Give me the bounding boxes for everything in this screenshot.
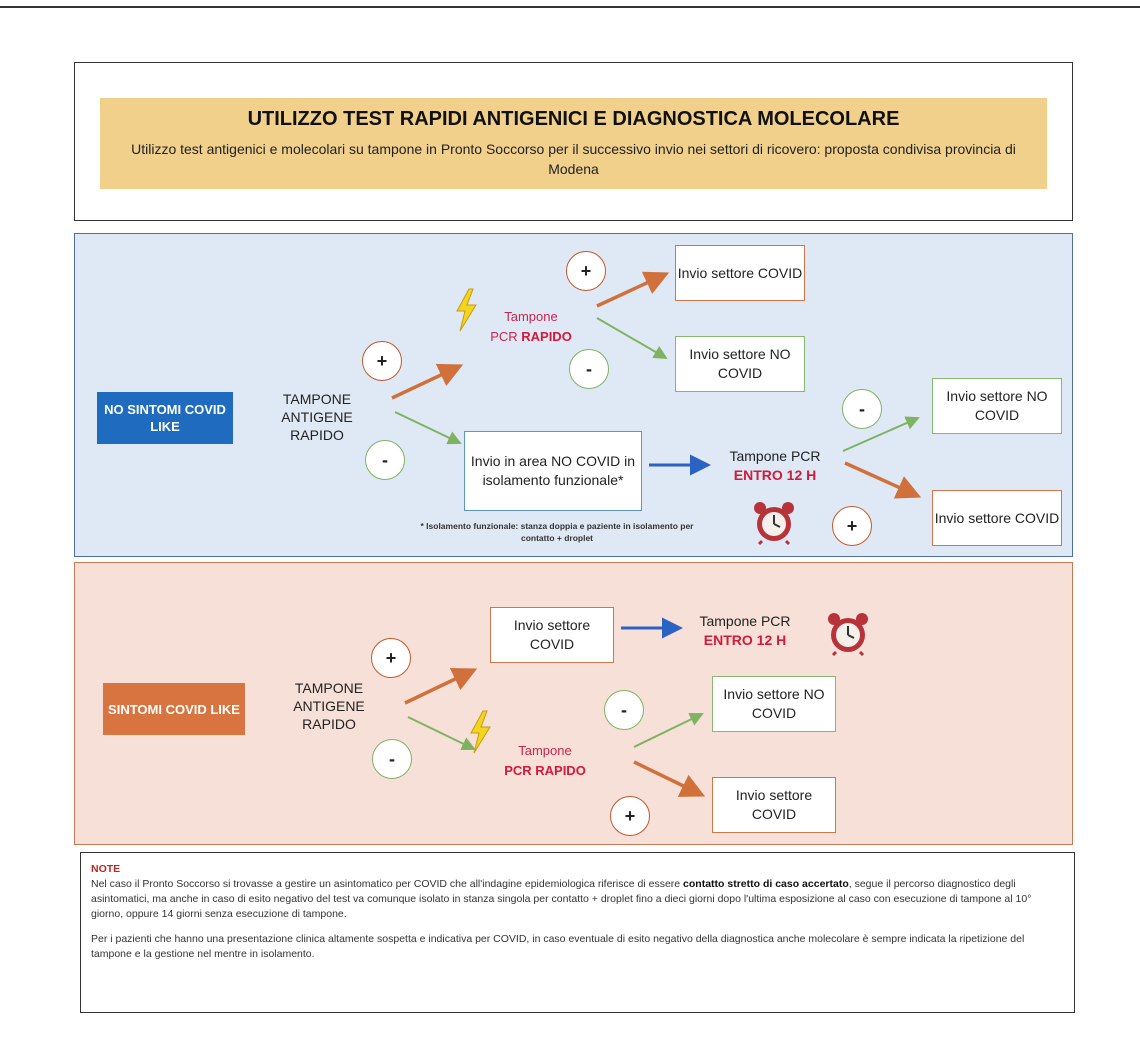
send-no-covid-box-2: Invio settore NO COVID: [932, 378, 1062, 434]
title-band: [100, 98, 1047, 189]
positive-badge: +: [362, 341, 402, 381]
rapid-pcr-emphasis: RAPIDO: [521, 329, 572, 344]
send-covid-box: Invio settore COVID: [675, 245, 805, 301]
notes-paragraph-1: Nel caso il Pronto Soccorso si trovasse …: [91, 877, 1064, 922]
lightning-icon: [470, 710, 491, 754]
sym-rapid-pcr-line2: PCR RAPIDO: [504, 763, 586, 778]
pcr-12h-line1: Tampone PCR: [729, 448, 821, 464]
rapid-negative-badge: -: [569, 349, 609, 389]
rapid-pcr-line2: PCR RAPIDO: [476, 328, 586, 346]
sym-send-covid-box: Invio settore COVID: [490, 607, 614, 663]
sym-rapid-negative-badge: -: [604, 690, 644, 730]
lightning-icon: [456, 288, 477, 332]
sym-pcr-12h-line1: Tampone PCR: [699, 613, 791, 629]
arrow-antigen-negative: [394, 411, 462, 445]
sym-positive-badge: +: [371, 638, 411, 678]
arrow-sym-antigen-positive: [404, 668, 478, 705]
sym-rapid-pcr-line1: Tampone: [518, 743, 572, 758]
pcr-positive-badge: +: [832, 506, 872, 546]
pcr-12h-line2: ENTRO 12 H: [733, 467, 817, 483]
rapid-pcr-prefix: PCR: [490, 329, 522, 344]
pcr-negative-badge: -: [842, 389, 882, 429]
alarm-clock-icon: [754, 502, 794, 545]
tag-symptoms: SINTOMI COVID LIKE: [103, 683, 245, 735]
notes-p1-bold: contatto stretto di caso accertato: [683, 878, 849, 890]
sym-antigen-test-label: TAMPONE ANTIGENE RAPIDO: [293, 680, 365, 732]
tag-no-symptoms: NO SINTOMI COVID LIKE: [97, 392, 233, 444]
notes-heading: NOTE: [91, 863, 121, 875]
sym-send-no-covid-box: Invio settore NO COVID: [712, 676, 836, 732]
alarm-clock-icon: [828, 613, 868, 656]
arrow-pcr-positive: [844, 461, 922, 499]
sym-send-covid-box-2: Invio settore COVID: [712, 777, 836, 833]
notes-box: NOTE Nel caso il Pronto Soccorso si trov…: [80, 852, 1075, 1013]
arrow-sym-rapid-positive: [633, 760, 706, 797]
notes-p1-after: , segue il percorso diagnostico degli as…: [91, 878, 1032, 920]
arrow-antigen-positive: [391, 363, 464, 400]
top-rule: [0, 6, 1140, 8]
send-no-covid-box: Invio settore NO COVID: [675, 336, 805, 392]
arrow-sym-rapid-negative: [633, 712, 704, 748]
arrow-rapid-positive: [596, 271, 670, 308]
sym-rapid-positive-badge: +: [610, 796, 650, 836]
arrow-rapid-negative: [596, 317, 668, 360]
page-subtitle: Utilizzo test antigenici e molecolari su…: [131, 141, 1016, 177]
sym-negative-badge: -: [372, 739, 412, 779]
notes-p1-before: Nel caso il Pronto Soccorso si trovasse …: [91, 878, 684, 890]
arrow-sym-antigen-negative: [407, 716, 476, 751]
rapid-positive-badge: +: [566, 251, 606, 291]
rapid-pcr-line1: Tampone: [504, 309, 558, 324]
notes-paragraph-2: Per i pazienti che hanno una presentazio…: [91, 933, 1025, 960]
sym-pcr-12h-line2: ENTRO 12 H: [703, 632, 787, 648]
negative-badge: -: [365, 440, 405, 480]
arrow-pcr-negative: [842, 416, 920, 452]
antigen-test-label: TAMPONE ANTIGENE RAPIDO: [281, 391, 353, 443]
send-covid-box-2: Invio settore COVID: [932, 490, 1062, 546]
isolation-area-box: Invio in area NO COVID in isolamento fun…: [464, 431, 642, 511]
isolation-footnote: * Isolamento funzionale: stanza doppia e…: [420, 521, 694, 543]
page-title: UTILIZZO TEST RAPIDI ANTIGENICI E DIAGNO…: [247, 108, 900, 130]
